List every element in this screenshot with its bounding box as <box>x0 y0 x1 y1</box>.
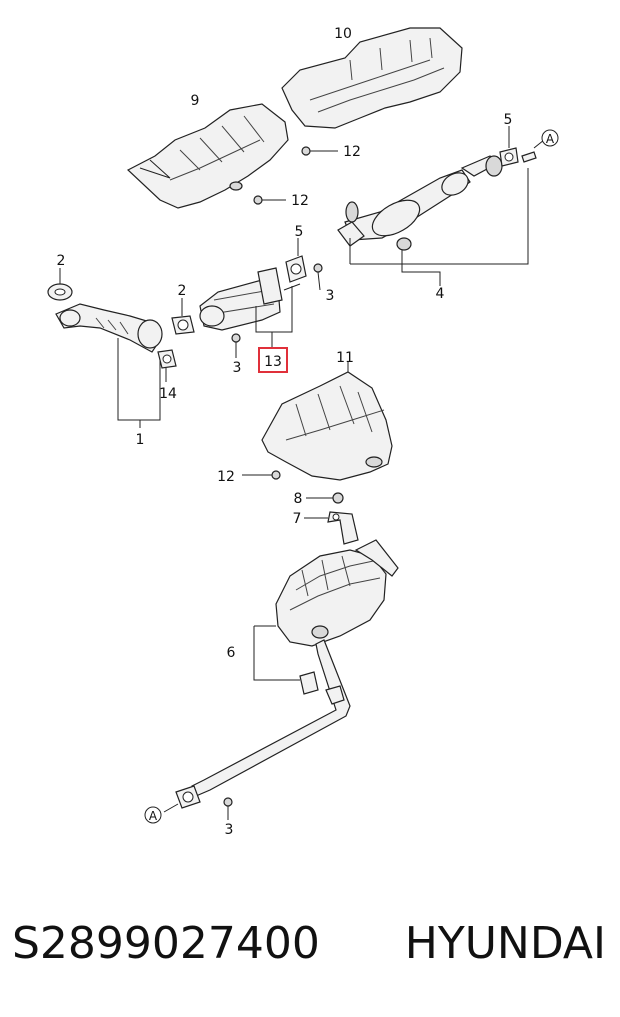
callout-5-b: 5 <box>295 224 304 240</box>
callout-12-a: 12 <box>343 144 361 160</box>
callout-2-b: 2 <box>178 283 187 299</box>
callout-3-b: 3 <box>233 360 242 376</box>
callout-3-a: 3 <box>326 288 335 304</box>
callout-2-a: 2 <box>57 253 66 269</box>
reference-a-bottom: A <box>144 806 162 824</box>
callout-9: 9 <box>191 93 200 109</box>
nut-12-middle <box>242 470 281 480</box>
gasket-5-front <box>285 238 307 283</box>
callout-8: 8 <box>294 491 303 507</box>
reference-a-top: A <box>541 129 559 147</box>
callout-3-c: 3 <box>225 822 234 838</box>
front-pipe-1 <box>55 303 163 428</box>
footer: S2899027400 HYUNDAI <box>0 908 620 980</box>
nut-12-upper <box>301 146 338 156</box>
brand-name: HYUNDAI <box>404 918 606 969</box>
callout-14: 14 <box>159 386 177 402</box>
callout-1: 1 <box>136 432 145 448</box>
callout-13-highlight: 13 <box>258 347 288 373</box>
catalytic-converter-13 <box>199 263 323 358</box>
rear-pipe <box>163 639 351 820</box>
callout-7: 7 <box>293 511 302 527</box>
callout-12-b: 12 <box>291 193 309 209</box>
nut-12-lower <box>253 195 286 205</box>
heat-shield-9 <box>126 103 289 209</box>
callout-12-c: 12 <box>217 469 235 485</box>
reference-a-bottom-label: A <box>149 809 158 823</box>
center-muffler-4 <box>337 155 529 286</box>
callout-4: 4 <box>436 286 445 302</box>
part-number: S2899027400 <box>12 918 320 969</box>
hanger-14 <box>157 349 177 382</box>
callout-5-a: 5 <box>504 112 513 128</box>
exhaust-system-diagram: 10 9 12 12 5 A 2 5 2 3 4 13 3 14 1 11 12… <box>47 26 559 838</box>
heat-shield-10 <box>281 27 463 129</box>
bracket-7 <box>304 511 359 545</box>
gasket-5-rear <box>499 126 545 167</box>
callout-11: 11 <box>336 350 354 366</box>
gasket-2-middle <box>171 298 195 335</box>
rear-muffler-6 <box>253 539 399 681</box>
reference-a-top-label: A <box>546 132 555 146</box>
callout-6: 6 <box>227 645 236 661</box>
nut-8 <box>306 492 344 504</box>
callout-10: 10 <box>334 26 352 42</box>
callout-13: 13 <box>264 354 282 370</box>
gasket-2-upper <box>47 268 73 301</box>
heat-shield-11 <box>261 362 393 481</box>
